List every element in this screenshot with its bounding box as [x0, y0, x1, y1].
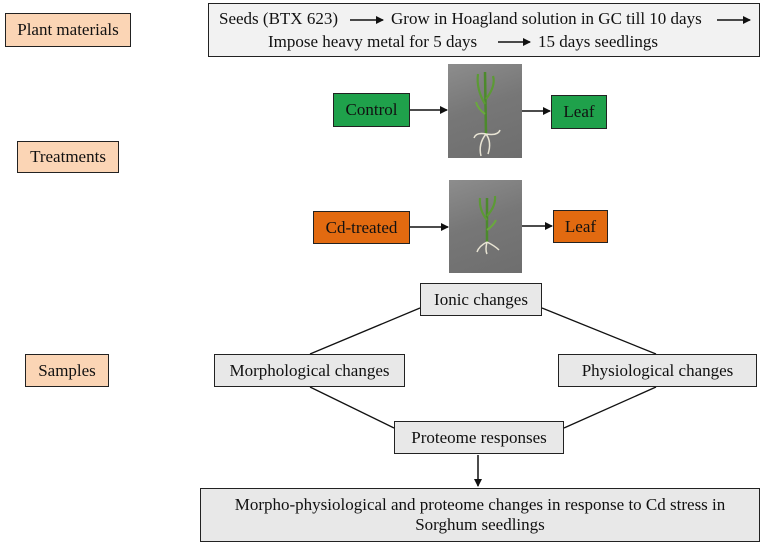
samples-label: Samples: [25, 354, 109, 387]
line-morph-to-proteome: [309, 386, 395, 429]
plant-materials-label: Plant materials: [5, 13, 131, 47]
line-ionic-to-physio: [541, 307, 657, 355]
control-seedling-photo: [448, 64, 522, 158]
seed-process-box: [208, 3, 760, 57]
cd-seedling-photo: [449, 180, 522, 273]
physiological-changes-box: Physiological changes: [558, 354, 757, 387]
impose-text: Impose heavy metal for 5 days: [268, 32, 478, 51]
line-ionic-to-morph: [309, 307, 421, 355]
proteome-responses-box: Proteome responses: [394, 421, 564, 454]
line-physio-to-proteome: [563, 386, 657, 429]
cd-treated-box: Cd-treated: [313, 211, 410, 244]
treatments-label: Treatments: [17, 141, 119, 173]
seedling-image: [476, 195, 500, 255]
control-leaf-box: Leaf: [551, 95, 607, 129]
conclusion-box: Morpho-physiological and proteome change…: [200, 488, 760, 542]
seedling-image: [473, 71, 501, 157]
control-box: Control: [333, 93, 410, 127]
cd-leaf-box: Leaf: [553, 210, 608, 243]
seedlings-text: 15 days seedlings: [538, 32, 658, 51]
morphological-changes-box: Morphological changes: [214, 354, 405, 387]
ionic-changes-box: Ionic changes: [420, 283, 542, 316]
seeds-text: Seeds (BTX 623): [219, 9, 338, 28]
grow-text: Grow in Hoagland solution in GC till 10 …: [391, 9, 702, 28]
